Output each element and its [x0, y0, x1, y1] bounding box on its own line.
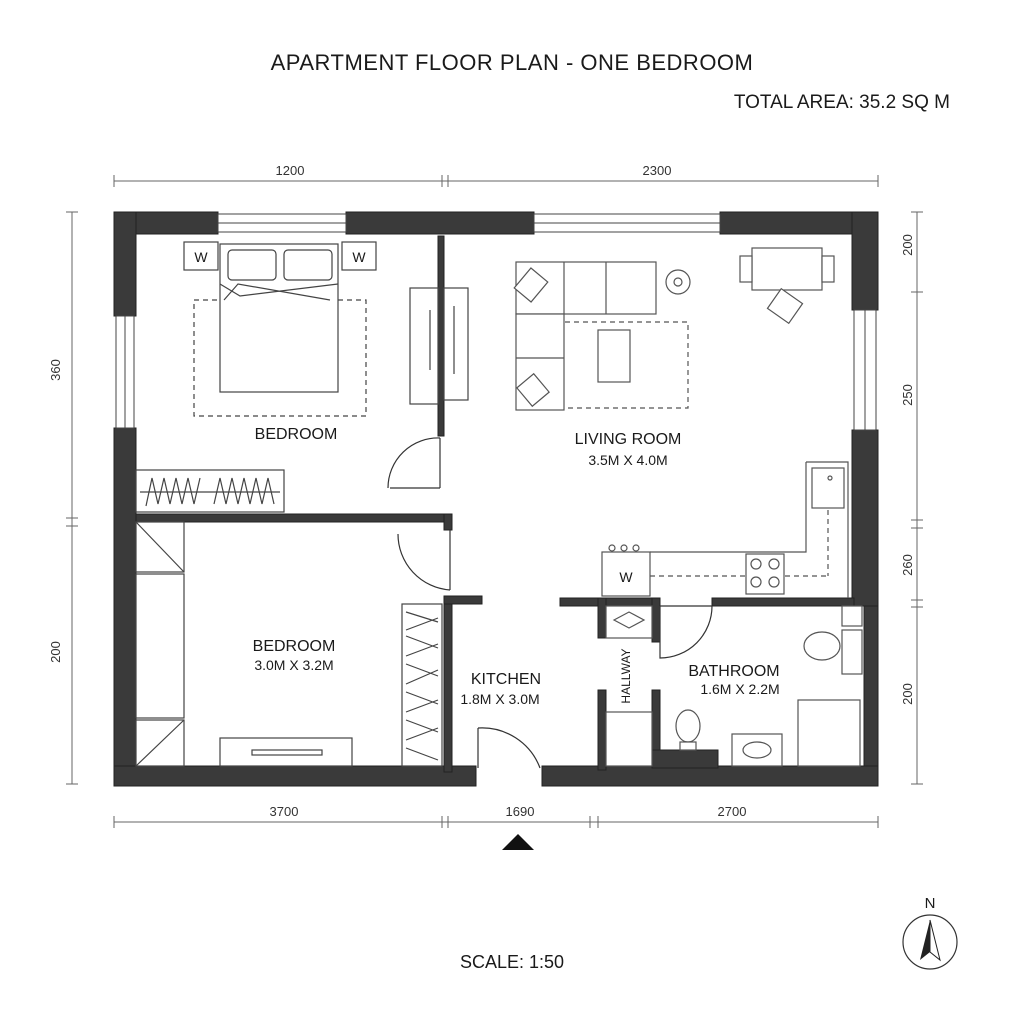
bed-top [193, 243, 367, 417]
kitchen-size: 1.8M X 3.0M [460, 691, 539, 707]
dim-right-1: 200 [900, 234, 915, 256]
interior-walls [135, 235, 855, 773]
windows [115, 213, 877, 431]
dim-right-4: 200 [900, 683, 915, 705]
washer-label-3: W [619, 569, 633, 585]
washer-label-1: W [194, 249, 208, 265]
dim-bottom-left: 3700 [270, 804, 299, 819]
washer-label-2: W [352, 249, 366, 265]
sofa [513, 261, 689, 411]
dim-right-3: 260 [900, 554, 915, 576]
wardrobe-top [409, 287, 469, 405]
living-room-size: 3.5M X 4.0M [588, 452, 667, 468]
closet-rack-bedroom2 [401, 603, 443, 767]
kitchen-label: KITCHEN [471, 671, 541, 688]
bedroom1-label: BEDROOM [255, 426, 338, 443]
walls [113, 211, 879, 787]
scale-label: SCALE: 1:50 [459, 952, 565, 972]
closet-shelf-top [135, 469, 285, 513]
bedroom2-label: BEDROOM [253, 638, 336, 655]
dim-bottom-right: 2700 [718, 804, 747, 819]
dimension-lines [66, 175, 923, 828]
total-area: TOTAL AREA: 35.2 SQ M [733, 92, 950, 113]
bathroom-fixtures [605, 605, 863, 767]
compass-icon [902, 914, 958, 970]
dim-bottom-mid: 1690 [506, 804, 535, 819]
dining-table [739, 247, 835, 325]
north-label: N [925, 895, 936, 912]
bedroom2-furniture [135, 521, 353, 767]
dim-right-2: 250 [900, 384, 915, 406]
living-room-label: LIVING ROOM [575, 431, 682, 448]
kitchen-counter [601, 461, 849, 598]
nightstands-top [183, 241, 377, 271]
plan-title: APARTMENT FLOOR PLAN - ONE BEDROOM [270, 50, 754, 75]
dim-left-top: 360 [48, 359, 63, 381]
bathroom-size: 1.6M X 2.2M [700, 681, 779, 697]
doors [387, 437, 713, 769]
bathroom-label: BATHROOM [688, 663, 779, 680]
lamp [665, 269, 691, 295]
dim-top-left: 1200 [276, 163, 305, 178]
bedroom2-size: 3.0M X 3.2M [254, 657, 333, 673]
dim-top-right: 2300 [643, 163, 672, 178]
entry-arrow-icon [502, 834, 534, 850]
hallway-label: HALLWAY [619, 648, 633, 703]
dim-left-bottom: 200 [48, 641, 63, 663]
